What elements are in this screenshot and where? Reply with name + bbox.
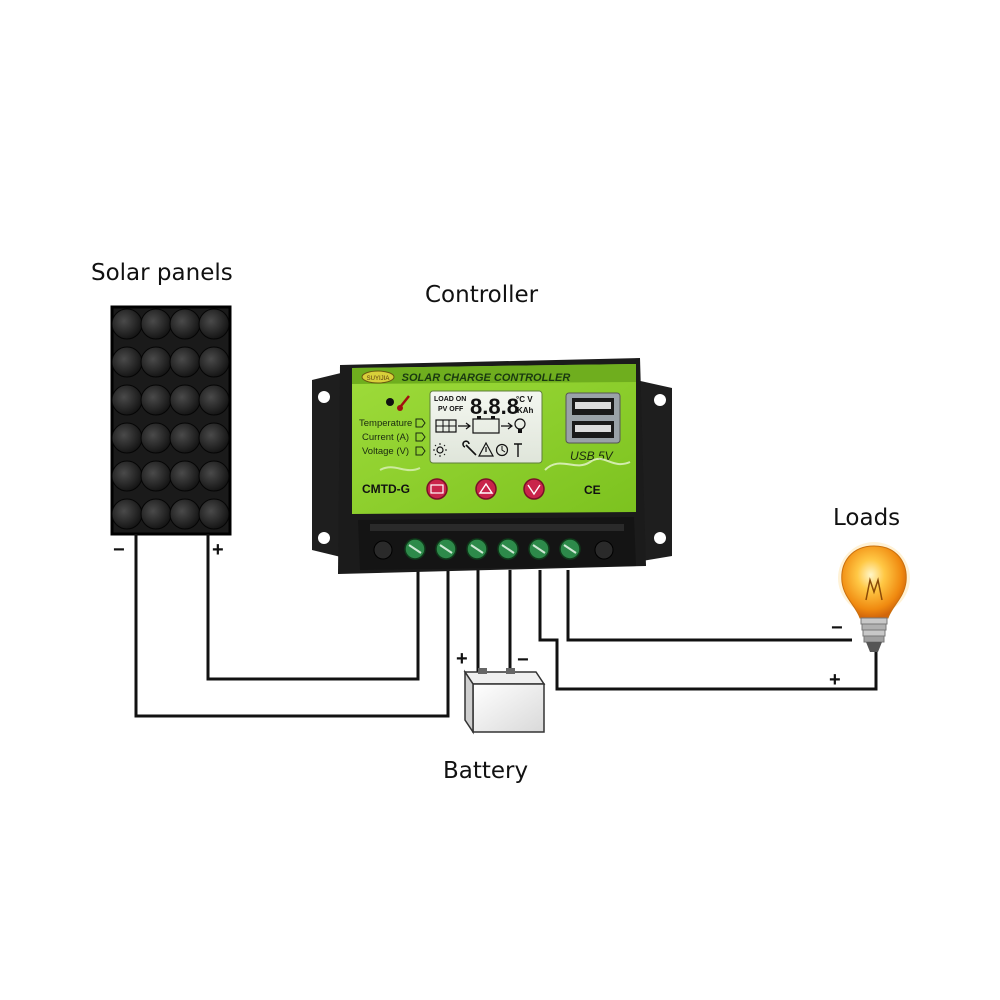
lcd-unit-cv: °C V: [516, 395, 533, 404]
terminal-screw[interactable]: [435, 538, 457, 560]
solar-cell: [169, 308, 201, 340]
charge-controller: SUYIJIA SOLAR CHARGE CONTROLLER Temperat…: [312, 358, 672, 574]
menu-temperature: Temperature: [359, 418, 412, 429]
thermometer-icon: [397, 395, 410, 411]
warning-icon: [477, 441, 495, 457]
battery-icon: [472, 416, 500, 434]
clock-icon: [495, 443, 509, 457]
solar-cell: [111, 498, 143, 530]
loads-label: Loads: [833, 505, 901, 531]
panel-plus-sign: +: [212, 539, 224, 561]
terminal-screw[interactable]: [404, 538, 426, 560]
sun-icon: [433, 443, 447, 457]
solar-cell: [169, 422, 201, 454]
battery: [463, 668, 546, 735]
solar-cell: [169, 498, 201, 530]
solar-cell: [111, 346, 143, 378]
wire-panel-negative: [134, 534, 450, 718]
controller-label: Controller: [425, 282, 539, 308]
solar-cell: [140, 422, 172, 454]
brand-logo: [361, 370, 395, 384]
battery-minus-sign: −: [517, 649, 529, 671]
lamp-icon: [514, 443, 522, 457]
wire-load-positive: [538, 570, 878, 691]
solar-panels-label: Solar panels: [91, 260, 233, 286]
up-button[interactable]: [475, 478, 497, 500]
light-bulb: [838, 542, 910, 652]
battery-plus-sign: +: [456, 648, 468, 670]
solar-cell: [111, 384, 143, 416]
solar-grid-icon: [435, 419, 457, 433]
solar-cell: [140, 460, 172, 492]
solar-cell: [169, 460, 201, 492]
solar-cell: [198, 308, 230, 340]
battery-label: Battery: [443, 758, 529, 784]
solar-cell: [140, 346, 172, 378]
wire-panel-positive: [206, 534, 420, 681]
solar-cell: [111, 308, 143, 340]
solar-cell: [169, 346, 201, 378]
solar-cells: [111, 308, 230, 530]
solar-cell: [198, 422, 230, 454]
solar-cell: [111, 460, 143, 492]
down-button[interactable]: [523, 478, 545, 500]
menu-button[interactable]: [426, 478, 448, 500]
panel-minus-sign: −: [113, 539, 125, 561]
lcd-unit-kah: KAh: [517, 406, 534, 415]
solar-cell: [198, 384, 230, 416]
terminal-screw[interactable]: [528, 538, 550, 560]
lcd-load-on: LOAD ON: [434, 396, 466, 403]
wire-load-negative: [566, 570, 852, 642]
menu-voltage: Voltage (V): [362, 446, 409, 457]
solar-cell: [198, 346, 230, 378]
solar-cell: [198, 498, 230, 530]
model-label: CMTD-G: [362, 482, 410, 496]
lcd-pv-off: PV OFF: [438, 406, 464, 413]
brand-text: SUYIJIA: [367, 376, 390, 382]
bulb-icon: [514, 418, 526, 433]
solar-cell: [111, 422, 143, 454]
controller-header: SOLAR CHARGE CONTROLLER: [402, 372, 571, 384]
load-minus-sign: −: [831, 617, 843, 639]
ce-label: CE: [584, 483, 601, 497]
solar-cell: [140, 384, 172, 416]
solar-cell: [140, 498, 172, 530]
load-plus-sign: +: [829, 669, 841, 691]
lcd-digits: 8.8.8: [470, 394, 519, 419]
solar-cell: [169, 384, 201, 416]
wrench-icon: [462, 440, 477, 456]
solar-cell: [198, 460, 230, 492]
terminal-screw[interactable]: [497, 538, 519, 560]
terminal-screw[interactable]: [559, 538, 581, 560]
solar-panel: [110, 305, 232, 536]
terminal-screw[interactable]: [466, 538, 488, 560]
menu-current: Current (A): [362, 432, 409, 443]
terminal-screws: [404, 538, 581, 560]
lcd-screen: [429, 390, 543, 464]
status-led: [386, 398, 394, 406]
solar-cell: [140, 308, 172, 340]
